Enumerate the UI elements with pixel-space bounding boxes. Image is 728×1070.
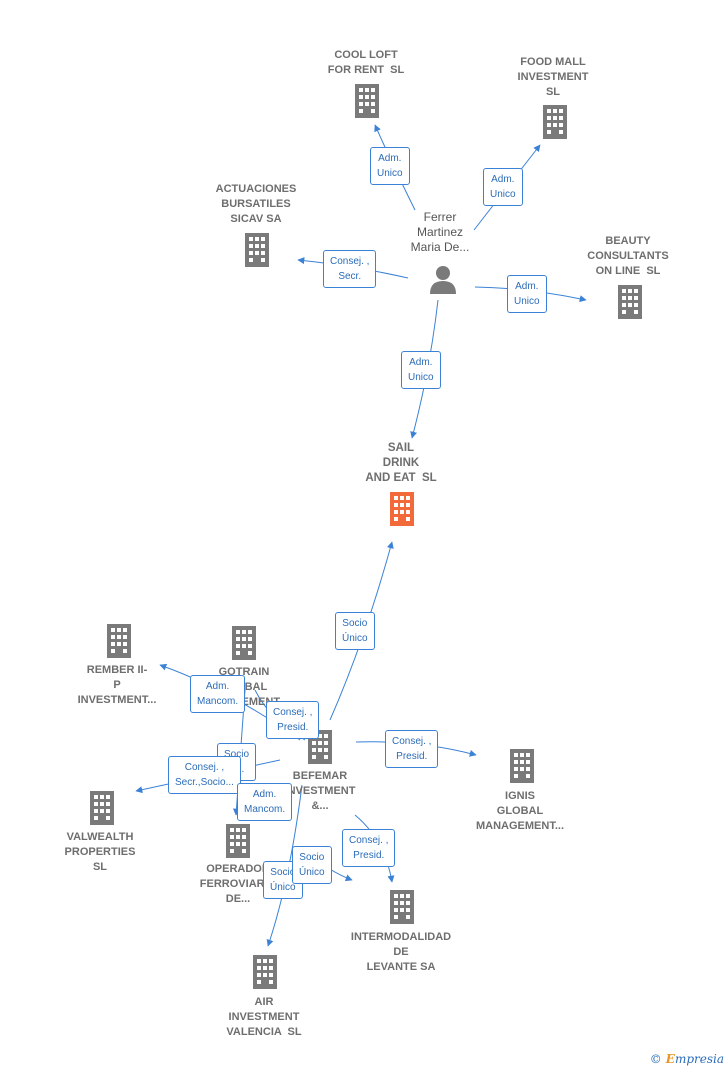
edge-label-actuaciones: Consej. , Secr. [323,250,377,288]
company-label-rember[interactable]: REMBER II- P INVESTMENT... [77,664,157,706]
building-icon-intermodalidad[interactable] [390,890,414,924]
person-icon [430,266,456,294]
edge-label-cool-loft: Adm. Unico [370,147,410,185]
building-icon-cool-loft[interactable] [355,84,379,118]
building-icon-gotrain[interactable] [232,626,256,660]
edge-label-intermodalidad: Consej. , Presid. [342,829,396,867]
company-label-cool-loft[interactable]: COOL LOFT FOR RENT SL [327,49,405,76]
company-label-air[interactable]: AIR INVESTMENT VALENCIA SL [226,996,302,1038]
company-label-valwealth[interactable]: VALWEALTH PROPERTIES SL [64,831,136,873]
company-label-food-mall[interactable]: FOOD MALL INVESTMENT SL [517,56,589,98]
building-icon-food-mall[interactable] [543,105,567,139]
building-icon-valwealth[interactable] [90,791,114,825]
edge-label-ignis: Consej. , Presid. [385,730,439,768]
company-label-actuaciones[interactable]: ACTUACIONES BURSATILES SICAV SA [215,183,297,225]
edge-label-operador: Adm. Mancom. [237,783,293,821]
building-icon-operador[interactable] [226,824,250,858]
company-label-befemar[interactable]: BEFEMAR INVESTMENT &... [284,770,356,812]
building-icon-actuaciones[interactable] [245,233,269,267]
company-label-operador[interactable]: OPERADOR FERROVIARIO DE... [199,863,277,905]
company-label-sail[interactable]: SAIL DRINK AND EAT SL [365,442,437,484]
edge-label-rember: Adm. Mancom. [190,675,246,713]
edge-label-valwealth: Consej. , Secr.,Socio... [168,756,241,794]
edge-label-socio-inter: Socio Único [292,846,332,884]
edge-label-food-mall: Adm. Unico [483,168,523,206]
company-label-ignis[interactable]: IGNIS GLOBAL MANAGEMENT... [476,790,564,832]
edge-label-befemar-sail: Socio Único [335,612,375,650]
company-label-beauty[interactable]: BEAUTY CONSULTANTS ON LINE SL [587,235,669,277]
brand-initial: E [665,1052,675,1066]
brand-name: mpresia [674,1052,724,1066]
building-icon-rember[interactable] [107,624,131,658]
person-label[interactable]: Ferrer Martinez Maria De... [410,210,470,254]
building-icon-air[interactable] [253,955,277,989]
edge-label-beauty: Adm. Unico [507,275,547,313]
building-icon-sail[interactable] [390,492,414,526]
edge-label-sail: Adm. Unico [401,351,441,389]
building-icon-ignis[interactable] [510,749,534,783]
brand-logo[interactable]: ©Empresia [650,1052,724,1066]
edge-label-gotrain: Consej. , Presid. [266,701,320,739]
building-icon-beauty[interactable] [618,285,642,319]
copyright-icon: © [649,1052,662,1066]
company-label-intermodalidad[interactable]: INTERMODALIDAD DE LEVANTE SA [350,931,452,973]
